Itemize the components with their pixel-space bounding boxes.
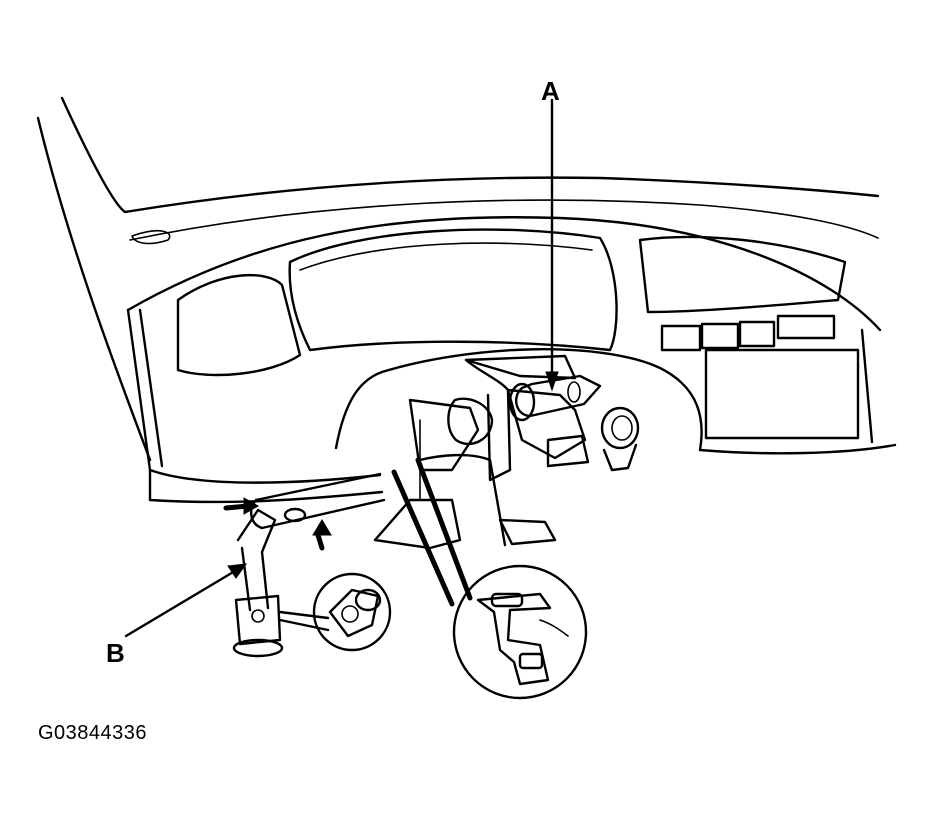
callout-label-a: A: [541, 76, 560, 106]
bracket-detail-view: [391, 457, 588, 700]
instrument-cluster: [176, 228, 618, 377]
steering-column-shaft: [508, 374, 640, 472]
callout-leaders: [124, 98, 559, 638]
center-console-controls: [638, 235, 860, 440]
intermediate-shaft: [232, 472, 386, 658]
steering-column-bracket: [373, 354, 590, 550]
windshield-outline: [36, 96, 880, 462]
dashboard-panel: [126, 216, 897, 504]
callout-label-b: B: [106, 638, 125, 668]
direction-arrows: [223, 497, 332, 551]
ujoint-detail-view: [312, 572, 392, 652]
figure-id: G03844336: [38, 722, 148, 744]
